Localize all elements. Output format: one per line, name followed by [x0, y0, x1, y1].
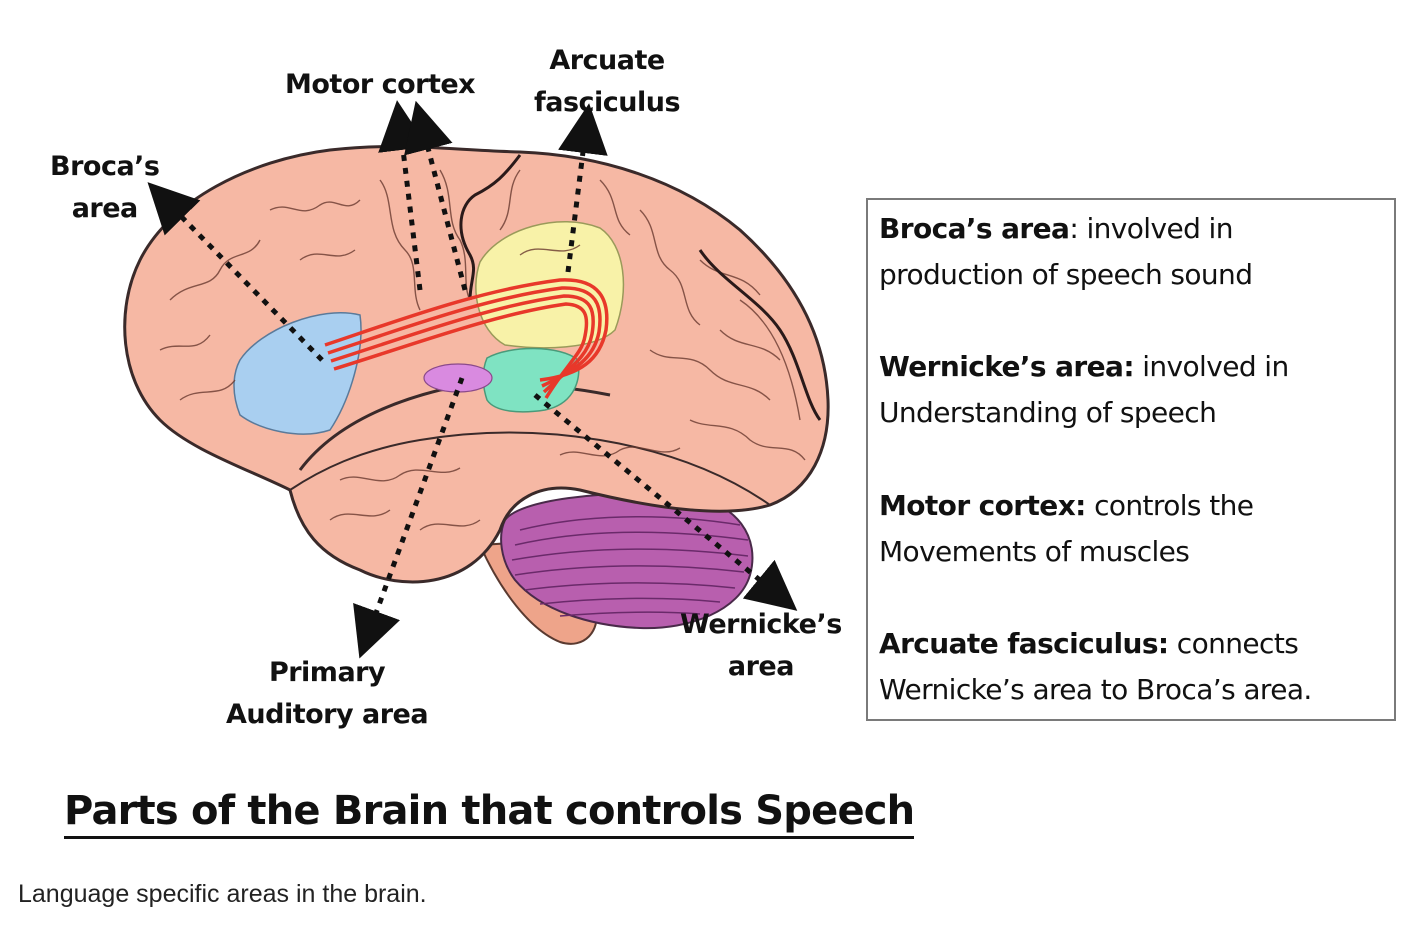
arrow-arcuate [558, 103, 608, 273]
legend-entry-wernicke: Wernicke’s area: involved in Understandi… [879, 350, 1289, 429]
arcuate-fasciculus-fibers [324, 278, 609, 399]
page-title: Parts of the Brain that controls Speech [64, 786, 915, 839]
label-primary-auditory-area: Primary Auditory area [226, 657, 429, 730]
leader-arrows [147, 100, 798, 659]
legend-entry-motor: Motor cortex: controls the Movements of … [879, 489, 1254, 568]
arrow-motor-right [404, 100, 468, 291]
legend-entry-broca: Broca’s area: involved in production of … [879, 212, 1253, 291]
label-wernicke-area: Wernicke’s area [680, 609, 842, 682]
arrow-motor-left [378, 100, 428, 291]
gyri-texture [159, 169, 806, 531]
auditory-region [423, 363, 493, 393]
brain-diagram [123, 100, 830, 659]
cerebellum-folia [511, 516, 749, 617]
temporal-lobe-outline [289, 431, 771, 506]
legend-entry-arcuate: Arcuate fasciculus: connects Wernicke’s … [879, 627, 1312, 706]
label-broca-area: Broca’s area [50, 151, 160, 224]
parieto-occipital-sulcus [698, 249, 822, 421]
legend-box: Broca’s area: involved in production of … [866, 198, 1396, 721]
image-caption: Language specific areas in the brain. [18, 880, 427, 908]
label-arcuate-fasciculus: Arcuate fasciculus [534, 45, 681, 118]
label-motor-cortex: Motor cortex [285, 69, 476, 100]
arrow-wernicke [533, 393, 798, 611]
cerebrum [123, 145, 830, 584]
arrow-broca [147, 182, 324, 362]
central-sulcus [459, 154, 522, 301]
wernicke-region [482, 347, 580, 413]
